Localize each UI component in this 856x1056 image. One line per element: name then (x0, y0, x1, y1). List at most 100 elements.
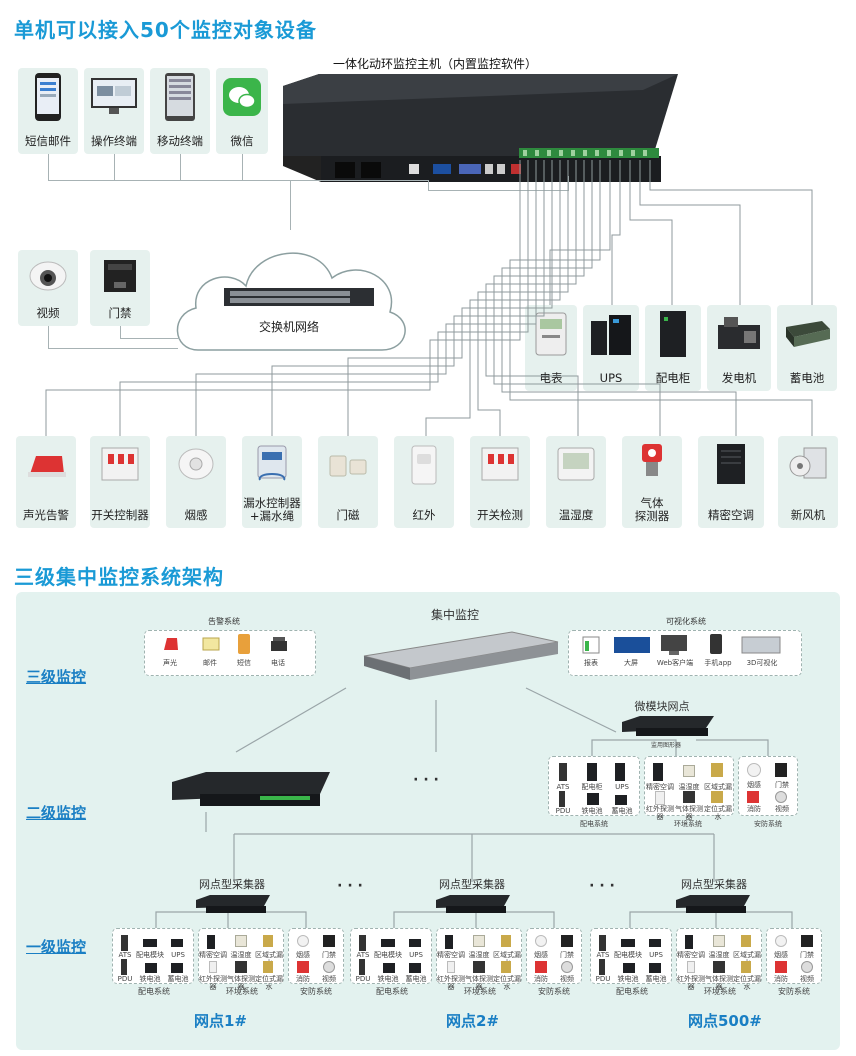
terminal-label: 微信 (230, 134, 254, 148)
micro-item-label: 精密空调 (646, 783, 674, 791)
node-item-label: 红外探测器 (437, 975, 465, 991)
node-item-label: 门禁 (322, 951, 336, 959)
node-item-label: 消防 (774, 975, 788, 983)
device-label: 新风机 (790, 508, 826, 522)
report-icon (582, 636, 600, 654)
node-item-label: PDU (117, 975, 133, 983)
node-group-label: 配电系统 (138, 987, 170, 996)
site2-sec-box: 烟感 门禁 消防 视频 (526, 928, 582, 984)
node-group-label: 配电系统 (376, 987, 408, 996)
device-card-infrared: 红外 (394, 436, 454, 528)
visual-item-label: 大屏 (624, 659, 638, 667)
collector-device-1 (196, 895, 270, 913)
device-label: 开关检测 (477, 508, 523, 522)
micro-switch-label: 监用图形器 (650, 742, 681, 749)
node-item-label: PDU (355, 975, 371, 983)
breaker-icon (101, 447, 139, 481)
device-label: 门磁 (336, 508, 360, 522)
node-item-label: 气体探测器 (465, 975, 493, 991)
device-card-cabinet: 配电柜 (645, 305, 701, 391)
node-item-label: 温湿度 (230, 951, 252, 959)
node-group-label: 安防系统 (778, 987, 810, 996)
site1-power-box: ATS 配电模块 UPS PDU 铁电池 蓄电池 (112, 928, 194, 984)
level-2-label: 二级监控 (26, 804, 87, 822)
central-monitor-label: 集中监控 (430, 608, 479, 622)
mobile-app-icon (710, 634, 722, 654)
node-item-label: 视频 (800, 975, 814, 983)
device-label: 配电柜 (655, 371, 691, 385)
node-group-label: 环境系统 (704, 987, 736, 996)
visual-item-label: 3D可视化 (746, 659, 778, 667)
section-title-single-host: 单机可以接入50个监控对象设备 (14, 18, 317, 42)
node-group-label: 安防系统 (300, 987, 332, 996)
visual-item-label: Web客户端 (656, 659, 694, 667)
device-card-access: 门禁 (90, 250, 150, 326)
alarm-item-label: 邮件 (203, 659, 217, 667)
node-item-label: 温湿度 (708, 951, 730, 959)
device-card-video: 视频 (18, 250, 78, 326)
node-item-label: UPS (409, 951, 423, 959)
device-card-ups: UPS (583, 305, 639, 391)
device-label: 烟感 (184, 508, 208, 522)
breaker-icon (481, 447, 519, 481)
switch-network-label: 交换机网络 (258, 320, 319, 334)
thermometer-display-icon (557, 447, 595, 481)
node-item-label: 蓄电池 (645, 975, 667, 983)
device-label: 声光告警 (23, 508, 69, 522)
node-item-label: 精密空调 (199, 951, 227, 959)
node-item-label: 门禁 (800, 951, 814, 959)
node-item-label: 精密空调 (677, 951, 705, 959)
node-item-label: 门禁 (560, 951, 574, 959)
node-item-label: 消防 (534, 975, 548, 983)
node-item-label: 视频 (322, 975, 336, 983)
site3-env-box: 精密空调 温湿度 区域式漏水 红外探测器 气体探测器 定位式漏水 (676, 928, 762, 991)
alarm-item-label: 电话 (271, 659, 285, 667)
device-card-gas: 气体探测器 (622, 436, 682, 528)
ellipsis-level2: · · · (413, 772, 439, 788)
terminal-card-mobile: 移动终端 (150, 68, 210, 154)
phone-icon (35, 73, 61, 121)
device-card-fresh-air: 新风机 (778, 436, 838, 528)
node-item-label: 蓄电池 (167, 975, 189, 983)
phone-icon (238, 634, 250, 654)
terminal-card-operator: 操作终端 (84, 68, 144, 154)
ellipsis-level1-b: · · · (589, 878, 615, 894)
siren-icon (164, 638, 178, 650)
node-item-label: 消防 (296, 975, 310, 983)
alarm-system-box: 声光 邮件 短信 电话 (144, 630, 316, 676)
collector-label-1: 网点型采集器 (199, 878, 265, 891)
network-cloud (176, 252, 406, 351)
node-item-label: UPS (649, 951, 663, 959)
infrared-sensor-icon (411, 445, 437, 485)
monitor-icon (91, 78, 137, 114)
device-label: 红外 (412, 508, 436, 522)
micro-item-label: PDU (555, 807, 571, 815)
web-client-icon (661, 635, 687, 655)
electric-meter-icon (535, 312, 567, 356)
device-card-battery: 蓄电池 (777, 305, 837, 391)
node-item-label: PDU (595, 975, 611, 983)
node-item-label: 配电模块 (374, 951, 402, 959)
node-item-label: 红外探测器 (677, 975, 705, 991)
terminal-card-sms: 短信邮件 (18, 68, 78, 154)
micro-item-label: 气体探测器 (675, 805, 703, 821)
node-item-label: 红外探测器 (199, 975, 227, 991)
micro-item-label: 视频 (775, 805, 789, 813)
architecture-panel: 三级监控 二级监控 一级监控 集中监控 告警系统 声光 邮件 短信 电话 可视化… (16, 592, 840, 1050)
node-item-label: 铁电池 (617, 975, 639, 983)
site2-power-box: ATS 配电模块 UPS PDU 铁电池 蓄电池 (350, 928, 432, 984)
level2-collector-device (172, 772, 330, 806)
site3-power-box: ATS 配电模块 UPS PDU 铁电池 蓄电池 (590, 928, 672, 984)
device-card-temp-humidity: 温湿度 (546, 436, 606, 528)
micro-power-box: ATS 配电柜 UPS PDU 铁电池 蓄电池 (548, 756, 640, 816)
micro-item-label: 铁电池 (581, 807, 603, 815)
level-1-label: 一级监控 (26, 938, 87, 956)
battery-icon (786, 321, 830, 347)
3d-visual-icon (741, 636, 781, 654)
generator-icon (718, 317, 760, 349)
collector-device-3 (676, 895, 750, 913)
site3-sec-box: 烟感 门禁 消防 视频 (766, 928, 822, 984)
node-item-label: ATS (118, 951, 132, 959)
device-card-water-leak: 漏水控制器+漏水绳 (242, 436, 302, 528)
ups-icon (591, 315, 631, 355)
